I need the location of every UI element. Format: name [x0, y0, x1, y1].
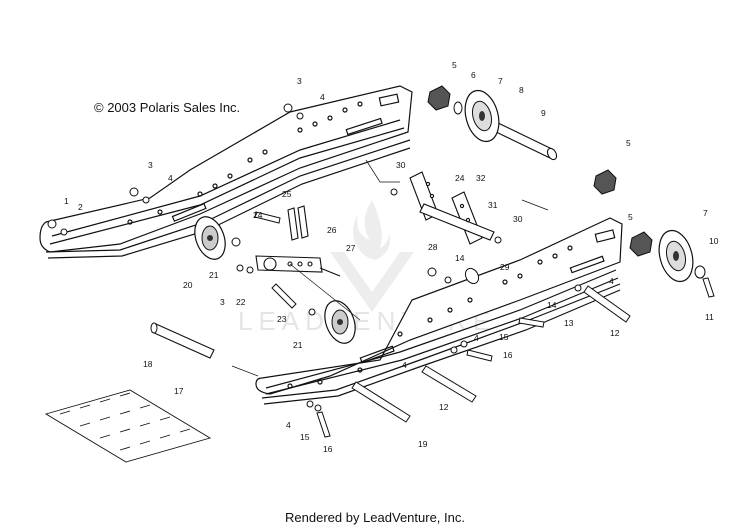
- callout-6: 6: [471, 70, 476, 80]
- callout-22: 22: [236, 297, 246, 307]
- callout-21: 21: [209, 270, 219, 280]
- callout-1: 1: [64, 196, 69, 206]
- callout-15: 15: [499, 332, 509, 342]
- callout-12: 12: [610, 328, 620, 338]
- callout-19: 19: [418, 439, 428, 449]
- callout-5: 5: [452, 60, 457, 70]
- callout-16: 16: [323, 444, 333, 454]
- callout-4: 4: [402, 360, 407, 370]
- callout-25: 25: [282, 189, 292, 199]
- callout-24: 24: [253, 210, 263, 220]
- callout-2: 2: [78, 202, 83, 212]
- callout-14: 14: [547, 300, 557, 310]
- callout-3: 3: [220, 297, 225, 307]
- callout-11: 11: [705, 312, 714, 322]
- callout-21: 21: [293, 340, 303, 350]
- rear-idler-axle: [491, 121, 558, 161]
- callout-4: 4: [609, 276, 614, 286]
- callout-20: 20: [183, 280, 193, 290]
- small-hardware: [47, 101, 706, 412]
- callout-16: 16: [503, 350, 513, 360]
- callout-15: 15: [300, 432, 310, 442]
- callout-7: 7: [703, 208, 708, 218]
- callout-8: 8: [519, 85, 524, 95]
- callout-5: 5: [626, 138, 631, 148]
- callout-29: 29: [500, 262, 510, 272]
- callout-12: 12: [439, 402, 449, 412]
- callout-3: 3: [297, 76, 302, 86]
- idler-wheel-upper: [464, 89, 500, 143]
- torque-arm-mount: [255, 205, 341, 277]
- callout-32: 32: [476, 173, 486, 183]
- bolts: [254, 211, 715, 438]
- idler-wheel-lower: [658, 229, 694, 283]
- mid-wheel-lower: [324, 300, 356, 344]
- callout-14: 14: [455, 253, 465, 263]
- bearing-cap: [427, 85, 653, 257]
- cross-shaft: [150, 322, 215, 359]
- mid-wheel-upper: [194, 216, 226, 260]
- callout-31: 31: [488, 200, 498, 210]
- scissor-arm-assembly: [409, 171, 495, 245]
- callout-10: 10: [709, 236, 719, 246]
- callout-4: 4: [168, 173, 173, 183]
- callout-23: 23: [277, 314, 287, 324]
- track-clip-kit: [44, 389, 212, 463]
- callout-18: 18: [143, 359, 153, 369]
- callout-27: 27: [346, 243, 356, 253]
- footer-credit: Rendered by LeadVenture, Inc.: [285, 510, 465, 525]
- callout-17: 17: [174, 386, 184, 396]
- callout-30: 30: [513, 214, 523, 224]
- callout-5: 5: [628, 212, 633, 222]
- callout-labels: 1 2 3 3 3 4 4 4 4 4 4 5 5 5 6 7 7 8 9 10…: [64, 60, 719, 454]
- rear-slide-rail: [39, 85, 413, 259]
- leader-lines: [231, 159, 549, 377]
- callout-7: 7: [498, 76, 503, 86]
- callout-4: 4: [474, 333, 479, 343]
- callout-30: 30: [396, 160, 406, 170]
- callout-3: 3: [148, 160, 153, 170]
- callout-9: 9: [541, 108, 546, 118]
- front-slide-rail: [255, 217, 623, 405]
- copyright-notice: © 2003 Polaris Sales Inc.: [94, 100, 241, 115]
- callout-28: 28: [428, 242, 438, 252]
- callout-4: 4: [286, 420, 291, 430]
- callout-24: 24: [455, 173, 465, 183]
- callout-26: 26: [327, 225, 337, 235]
- callout-13: 13: [564, 318, 574, 328]
- callout-4: 4: [320, 92, 325, 102]
